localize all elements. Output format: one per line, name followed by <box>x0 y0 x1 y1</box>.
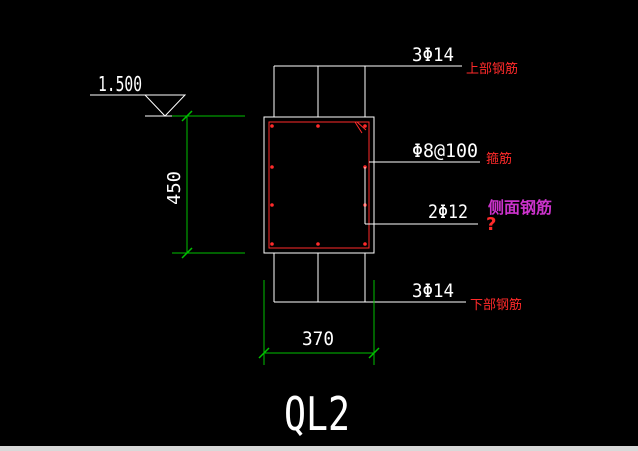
height-dimension-value: 450 <box>164 171 185 205</box>
height-tick-top <box>181 110 193 122</box>
bottom-rebar-name: 下部钢筋 <box>470 297 522 313</box>
side-rebar-leader <box>364 167 478 225</box>
question-mark: ? <box>486 214 496 235</box>
bottom-rebar-right <box>363 242 367 246</box>
top-rebar-left <box>270 124 274 128</box>
bottom-rebar-spec: 3Φ14 <box>412 280 454 302</box>
height-dimension: 450 <box>164 110 245 259</box>
top-rebar-right <box>363 124 367 128</box>
width-dimension: 370 <box>258 280 380 365</box>
top-rebar-spec: 3Φ14 <box>412 44 454 66</box>
side-rebar-left-upper <box>270 165 274 169</box>
stirrup-hook-2 <box>356 121 367 131</box>
stirrup-outline <box>268 121 370 249</box>
bottom-rebar-left <box>270 242 274 246</box>
width-dimension-value: 370 <box>302 328 334 350</box>
top-rebar-middle <box>316 124 320 128</box>
stirrup <box>268 121 370 249</box>
side-rebar-spec: 2Φ12 <box>428 201 468 223</box>
beam-section-outline <box>263 116 375 254</box>
stirrup-name: 箍筋 <box>486 151 512 167</box>
top-rebar-leader <box>273 65 462 117</box>
side-rebar-name: 侧面钢筋 <box>488 198 552 217</box>
top-rebar-name: 上部钢筋 <box>466 61 518 77</box>
elevation-marker: 1.500 <box>90 72 192 117</box>
rebar-points <box>270 124 367 246</box>
width-tick-left <box>258 347 270 359</box>
elevation-value: 1.500 <box>98 72 142 96</box>
stirrup-spec: Φ8@100 <box>412 140 478 162</box>
width-tick-right <box>368 347 380 359</box>
stirrup-hook-1 <box>354 121 363 134</box>
elevation-triangle <box>143 94 187 117</box>
status-bar-strip <box>0 446 638 451</box>
bottom-rebar-leader <box>273 253 466 303</box>
side-rebar-left-lower <box>270 203 274 207</box>
bottom-rebar-middle <box>316 242 320 246</box>
height-tick-bottom <box>181 247 193 259</box>
beam-name: QL2 <box>284 387 350 441</box>
